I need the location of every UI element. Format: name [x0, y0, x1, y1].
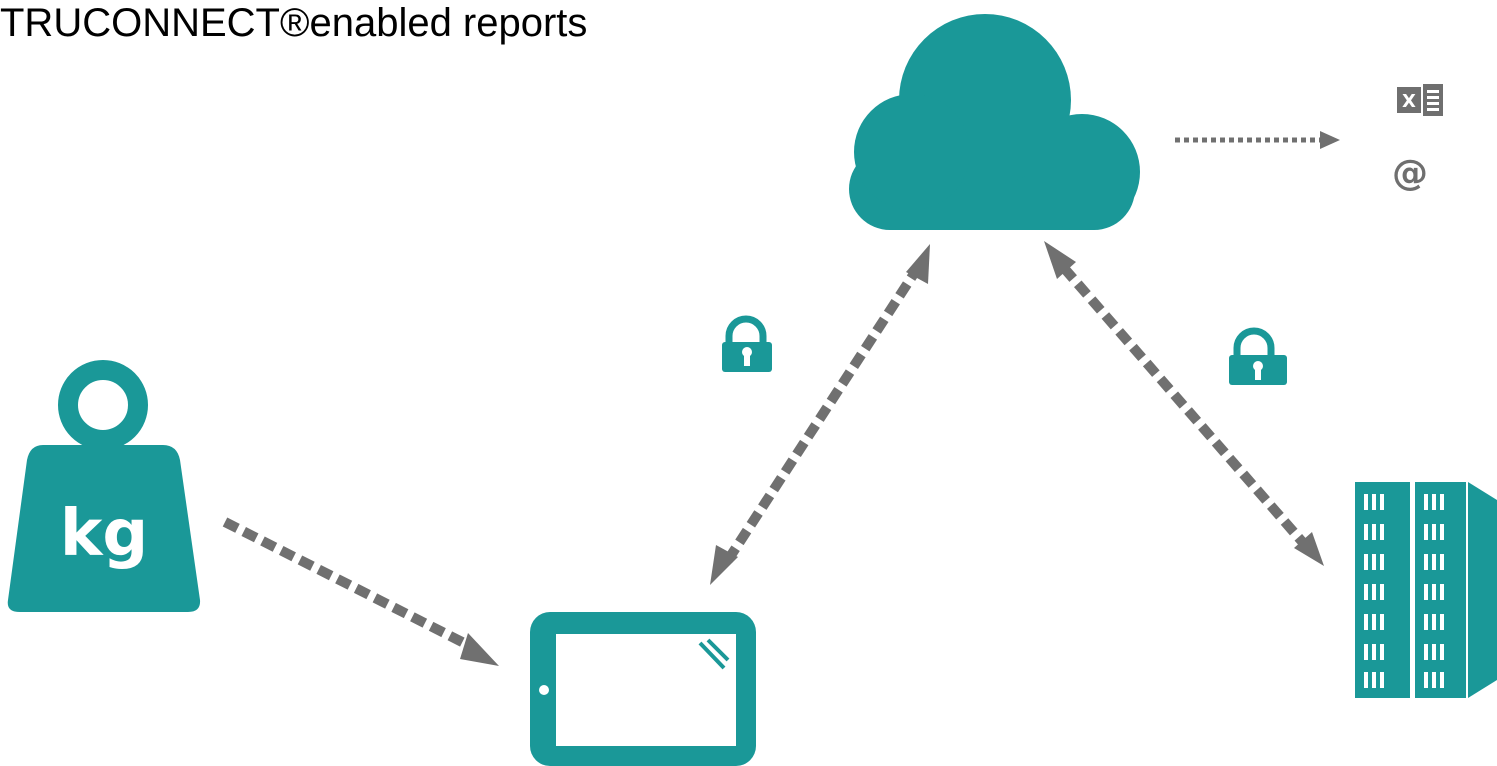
arrow-cloud-to-reports [1175, 131, 1340, 149]
tablet-icon [530, 612, 756, 766]
cloud-icon [849, 14, 1140, 230]
excel-label: X [1402, 91, 1416, 112]
arrow-cloud-server [1044, 241, 1324, 566]
lock-icon [722, 315, 772, 372]
email-icon: @ [1392, 153, 1428, 194]
weight-label: kg [60, 497, 148, 571]
weight-icon: kg [7, 360, 201, 612]
lock-icon [1229, 327, 1287, 385]
arrow-weight-to-tablet [222, 517, 499, 666]
page-title: TRUCONNECT®enabled reports [0, 1, 588, 45]
email-label: @ [1392, 153, 1428, 194]
server-icon [1355, 482, 1497, 698]
server-slots [1364, 494, 1444, 688]
excel-icon: X [1397, 84, 1443, 116]
arrow-tablet-cloud [710, 244, 930, 585]
